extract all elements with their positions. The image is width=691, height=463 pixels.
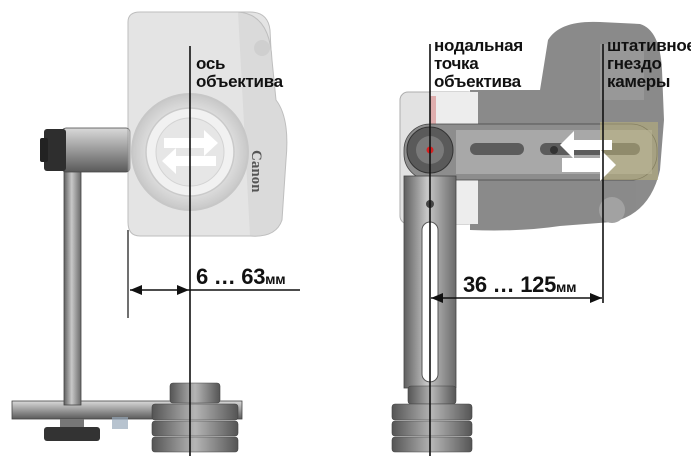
nodal-point-label-line2: точка — [434, 54, 479, 73]
nodal-point-label: нодальная точка объектива — [434, 37, 523, 91]
right-dimension-line — [431, 293, 602, 303]
left-dimension-unit: мм — [265, 271, 286, 287]
left-dimension-label: 6 … 63мм — [196, 264, 286, 290]
right-dimension-label: 36 … 125мм — [463, 274, 576, 298]
swap-arrows-icon — [162, 130, 218, 174]
right-rotator — [391, 385, 473, 453]
camera-brand-logo: Canon — [248, 150, 264, 193]
left-vertical-arm — [63, 159, 82, 406]
tripod-socket-label-line2: гнездо — [607, 54, 662, 73]
left-top-clamp — [40, 127, 131, 173]
lens-axis-label-line2: объектива — [196, 72, 283, 91]
lens-axis-label: ось объектива — [196, 55, 283, 91]
tripod-socket-label: штативное гнездо камеры — [607, 37, 691, 91]
nodal-point-label-line3: объектива — [434, 72, 521, 91]
left-dimension-value: 6 … 63 — [196, 264, 266, 289]
nodal-point-label-line1: нодальная — [434, 36, 523, 55]
right-dimension-value: 36 … 125 — [463, 272, 557, 297]
right-view — [391, 21, 664, 456]
left-lower-knob — [44, 417, 128, 441]
left-camera-ghost — [127, 11, 288, 237]
lens-axis-label-line1: ось — [196, 54, 226, 73]
right-dimension-unit: мм — [556, 279, 577, 295]
tripod-socket-label-line1: штативное — [607, 36, 691, 55]
left-view — [11, 11, 300, 456]
left-dimension-line — [130, 285, 300, 295]
left-rotator — [151, 382, 239, 453]
tripod-socket-label-line3: камеры — [607, 72, 671, 91]
